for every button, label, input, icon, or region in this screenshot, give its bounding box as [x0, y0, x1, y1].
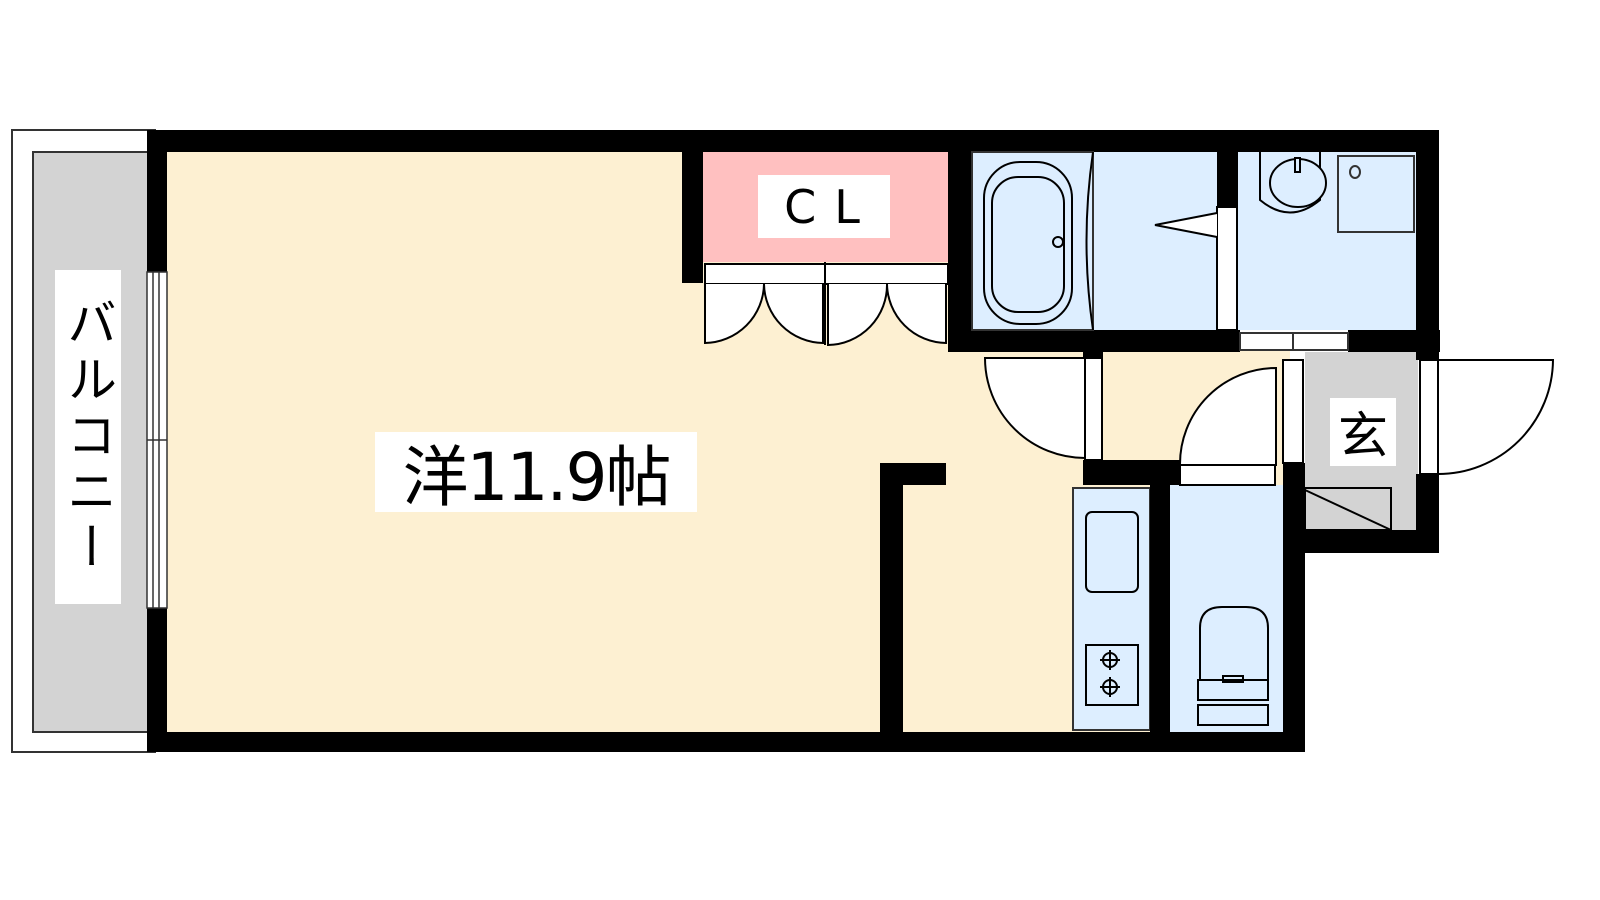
- entrance-door[interactable]: [1419, 359, 1555, 476]
- entrance-label: 玄: [1330, 398, 1396, 466]
- closet-doors[interactable]: [704, 262, 949, 347]
- balcony-window: [146, 271, 168, 609]
- walls: [147, 130, 1440, 752]
- balcony-label: バルコニー: [55, 270, 121, 604]
- kitchen-sink: [1085, 511, 1139, 593]
- shoe-cabinet: [1304, 487, 1392, 531]
- bathroom-door[interactable]: [1154, 206, 1238, 331]
- washing-machine-space: [1337, 155, 1415, 233]
- western-room-label: 洋11.9帖: [375, 432, 697, 516]
- washbasin: [1259, 152, 1327, 214]
- stove-icon: [1085, 644, 1139, 706]
- room-door[interactable]: [983, 357, 1103, 461]
- closet-label: CL: [758, 175, 890, 238]
- toilet-floor: [1170, 485, 1283, 732]
- toilet-icon: [1197, 606, 1269, 726]
- toilet-door[interactable]: [1178, 359, 1304, 486]
- bathtub: [971, 151, 1094, 331]
